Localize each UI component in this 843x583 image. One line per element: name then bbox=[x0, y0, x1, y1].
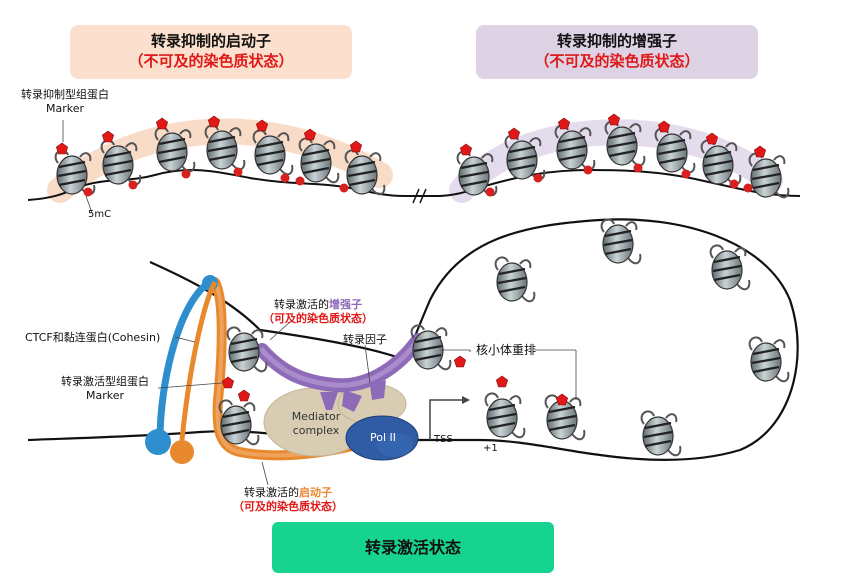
nucleosome-loop-4 bbox=[748, 336, 790, 383]
label-repressive-histone: 转录抑制型组蛋白 Marker bbox=[21, 88, 109, 115]
nucleosome-promoter bbox=[218, 399, 260, 446]
active-state-banner: 转录激活状态 bbox=[272, 522, 554, 573]
label-5mc: 5mC bbox=[88, 209, 112, 220]
repressed-enhancer-title: 转录抑制的增强子 （不可及的染色质状态） bbox=[476, 25, 758, 79]
methylation-dots-top-left bbox=[83, 167, 349, 197]
cohesin-ring-orange bbox=[170, 440, 194, 464]
tf-pointer bbox=[364, 344, 371, 384]
label-active-promoter: 转录激活的启动子 （可及的染色质状态） bbox=[233, 486, 343, 513]
label-mediator: Mediator complex bbox=[291, 410, 341, 437]
label-pol-ii: Pol II bbox=[370, 431, 397, 444]
label-promoter-accessible: （可及的染色质状态） bbox=[233, 500, 343, 513]
enhancer-pointer bbox=[269, 321, 291, 341]
nucleosome-loop-3 bbox=[709, 244, 751, 291]
label-active-enhancer: 转录激活的增强子 （可及的染色质状态） bbox=[263, 298, 373, 325]
label-enhancer-accessible: （可及的染色质状态） bbox=[263, 312, 373, 325]
repressed-promoter-line1: 转录抑制的启动子 bbox=[150, 32, 271, 50]
ctcf-loop bbox=[156, 278, 214, 444]
methylation-dots-top-right bbox=[485, 163, 753, 197]
nucleosome-loop-1 bbox=[494, 256, 536, 303]
label-plus1: +1 bbox=[483, 443, 498, 454]
transcription-factors bbox=[320, 380, 386, 412]
repressed-enhancer-line2: （不可及的染色质状态） bbox=[534, 52, 700, 70]
repressed-promoter-band bbox=[47, 118, 393, 203]
label-promoter-word: 启动子 bbox=[299, 486, 332, 499]
ctcf-bottom bbox=[145, 429, 171, 455]
nucleosome-plus1 bbox=[484, 392, 526, 439]
repressed-promoter-title: 转录抑制的启动子 （不可及的染色质状态） bbox=[70, 25, 352, 79]
label-ctcf-cohesin: CTCF和黏连蛋白(Cohesin) bbox=[25, 331, 161, 344]
label-enhancer-word: 增强子 bbox=[329, 298, 362, 311]
repressed-promoter-line2: （不可及的染色质状态） bbox=[128, 52, 294, 70]
label-marker-top: Marker bbox=[45, 102, 85, 115]
ctcf-pointer bbox=[174, 336, 196, 343]
label-active-histone: 转录激活型组蛋白 Marker bbox=[61, 375, 149, 402]
repressed-enhancer-line1: 转录抑制的增强子 bbox=[556, 32, 677, 50]
tss-arrow bbox=[429, 399, 462, 440]
label-marker-bottom: Marker bbox=[85, 389, 125, 402]
active-marker-pointer bbox=[157, 382, 223, 389]
label-tss: TSS bbox=[434, 434, 453, 445]
label-transcription-factor: 转录因子 bbox=[343, 333, 387, 346]
break-symbol bbox=[412, 188, 420, 204]
nucleosome-loop-5 bbox=[640, 410, 682, 457]
label-nucleosome-remodeling: 核小体重排 bbox=[476, 343, 537, 357]
promoter-pointer bbox=[261, 461, 269, 486]
fivemc-pointer bbox=[85, 195, 93, 214]
nucleosome-loop-2 bbox=[600, 218, 642, 265]
